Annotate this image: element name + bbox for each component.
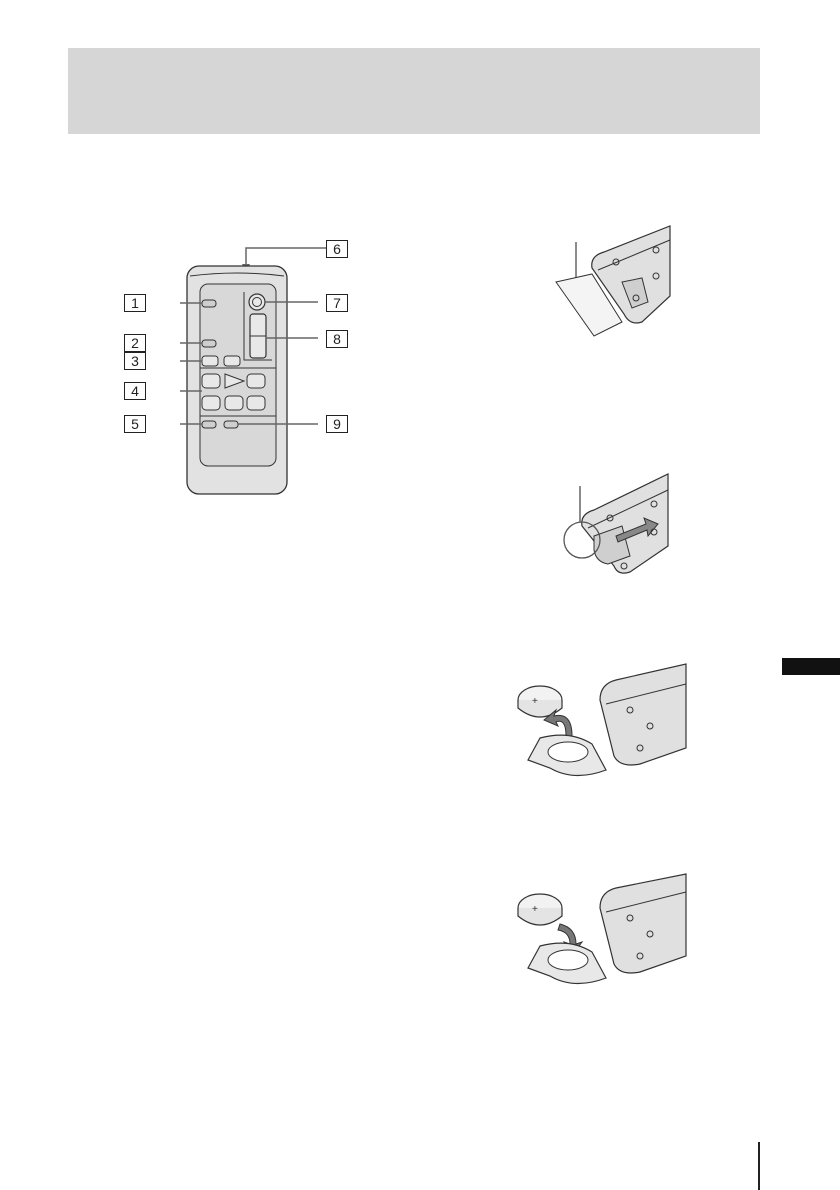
svg-text:+: + [532,904,538,915]
battery-holder-release-figure [552,470,672,580]
callout-3: 3 [124,352,146,370]
callout-8: 8 [326,330,348,348]
battery-insert-figure: + [510,872,690,1012]
remote-underside [600,664,686,765]
callout-6: 6 [326,240,348,258]
svg-text:+: + [532,696,538,707]
section-header-band [68,48,760,134]
callout-7: 7 [326,294,348,312]
remote-commander-figure [180,240,350,510]
callout-1: 1 [124,294,146,312]
insulation-sheet-figure [552,222,672,342]
battery-remove-figure: + [510,660,690,800]
callout-5: 5 [124,415,146,433]
callout-4: 4 [124,382,146,400]
callout-9: 9 [326,415,348,433]
page-number-rule [758,1142,760,1190]
section-thumb-tab [782,658,840,675]
callout-2: 2 [124,334,146,352]
remote-underside [600,874,686,973]
